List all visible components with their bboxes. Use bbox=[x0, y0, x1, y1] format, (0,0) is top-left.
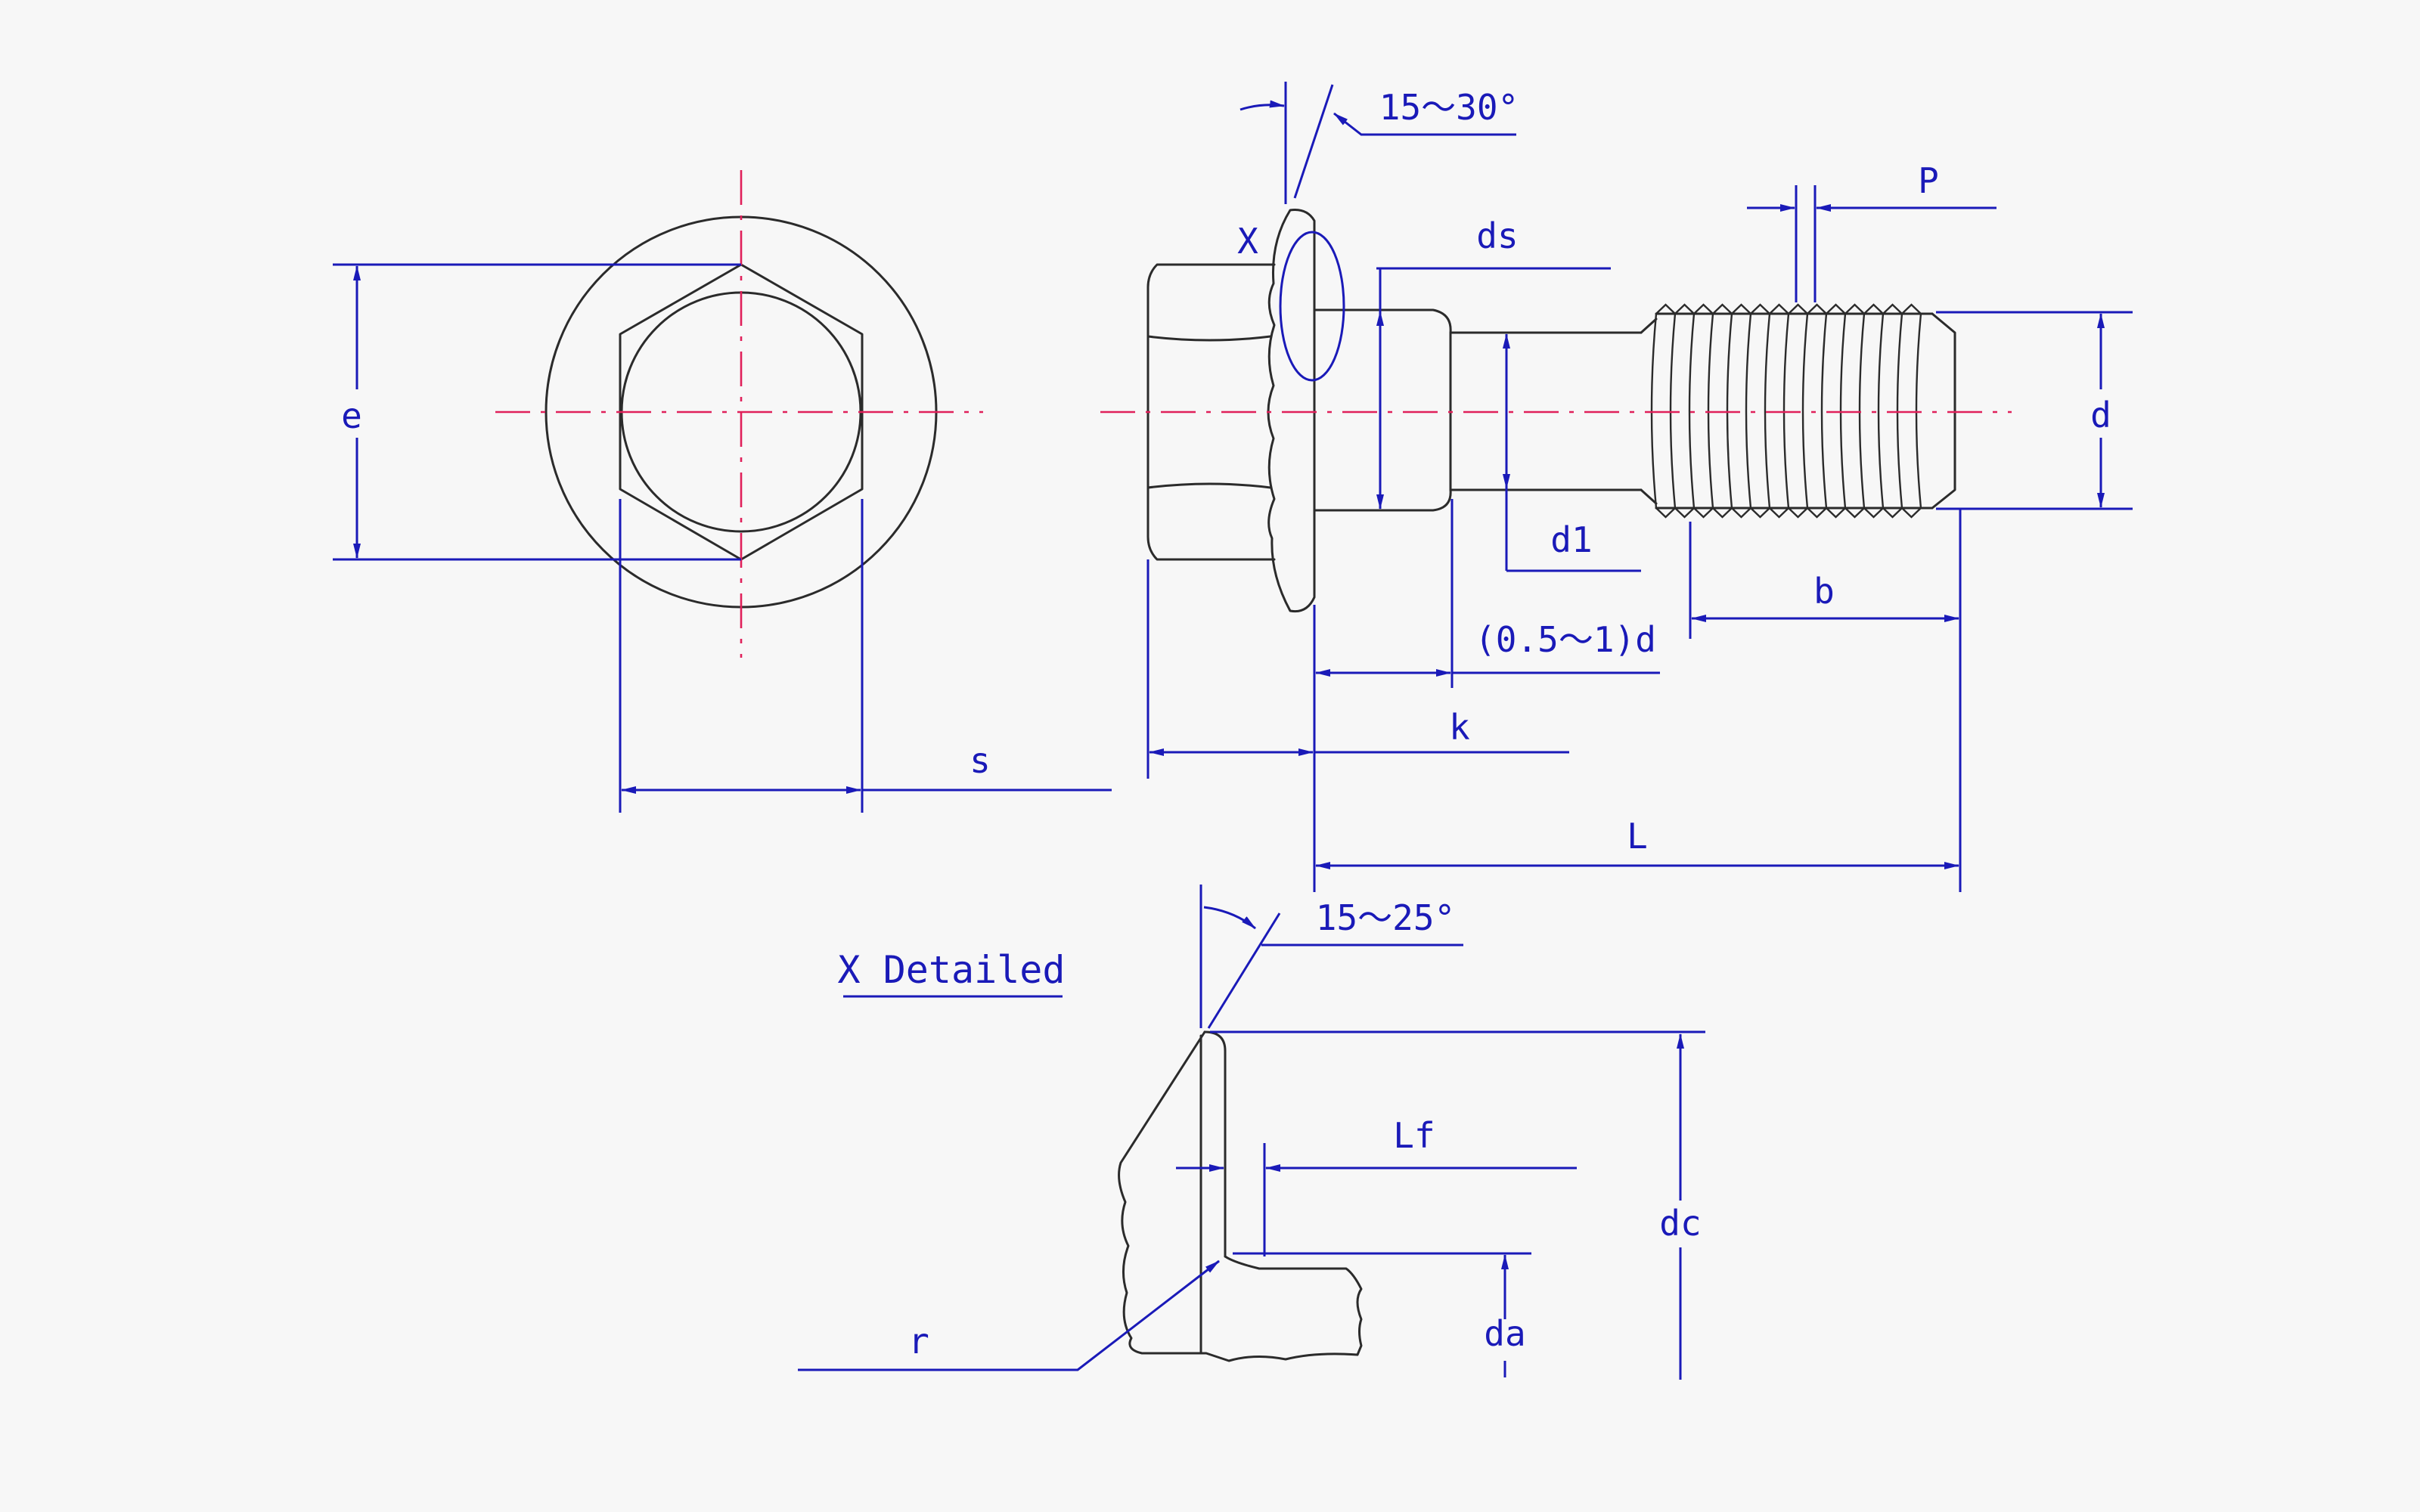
thread-tooth bbox=[1788, 303, 1808, 519]
thread-end bbox=[1931, 312, 1956, 510]
angle-head-leader bbox=[1333, 112, 1516, 136]
detail-flange-face bbox=[1203, 1030, 1227, 1258]
thread-crest bbox=[1669, 313, 1677, 509]
thread-tooth bbox=[1750, 303, 1770, 519]
thread-crest bbox=[1745, 313, 1752, 509]
thread-tooth bbox=[1712, 303, 1733, 519]
x-detail-view: X Detailed 15～25° dc Lf da r bbox=[798, 885, 1708, 1380]
d1-label: d1 bbox=[1550, 519, 1592, 560]
detail-title: X Detailed bbox=[837, 948, 1065, 992]
thread-crest bbox=[1858, 313, 1866, 509]
thread-crest bbox=[1915, 313, 1922, 509]
thread-tooth bbox=[1844, 303, 1865, 519]
thread-crest bbox=[1688, 313, 1696, 509]
angle-detail-ref-slant bbox=[1207, 912, 1281, 1029]
p-label: P bbox=[1918, 160, 1939, 201]
dc-label: dc bbox=[1659, 1203, 1701, 1244]
r-leader bbox=[798, 1259, 1220, 1371]
thread-tooth bbox=[1863, 303, 1884, 519]
thread-tooth bbox=[1693, 303, 1714, 519]
hex-edge-upper bbox=[1146, 335, 1272, 342]
thread-tooth bbox=[1826, 303, 1846, 519]
thread-crest bbox=[1650, 313, 1658, 509]
shank-bottom bbox=[1313, 488, 1643, 512]
thread-tooth bbox=[1655, 303, 1676, 519]
thread-crest bbox=[1801, 313, 1809, 509]
ds-label: ds bbox=[1476, 215, 1518, 256]
s-label: s bbox=[970, 740, 991, 781]
thread-crest bbox=[1764, 313, 1771, 509]
thread-crest bbox=[1782, 313, 1790, 509]
thread-pattern bbox=[1650, 303, 1922, 519]
thread-crest bbox=[1839, 313, 1847, 509]
thread-tooth bbox=[1769, 303, 1789, 519]
angle-detail-arc bbox=[1203, 906, 1256, 930]
thread-crest bbox=[1726, 313, 1733, 509]
e-label: e bbox=[341, 395, 362, 436]
r-label: r bbox=[908, 1321, 929, 1362]
transition-label: (0.5～1)d bbox=[1475, 619, 1656, 660]
thread-tooth bbox=[1882, 303, 1903, 519]
flange-profile bbox=[1267, 209, 1316, 613]
thread-crest bbox=[1877, 313, 1885, 509]
thread-tooth bbox=[1901, 303, 1922, 519]
thread-runout bbox=[1640, 318, 1658, 505]
x-mark-label: X bbox=[1237, 221, 1258, 262]
thread-crest bbox=[1896, 313, 1903, 509]
angle-detail-label: 15～25° bbox=[1316, 897, 1455, 938]
x-detail-ellipse bbox=[1279, 231, 1345, 382]
b-label: b bbox=[1813, 571, 1835, 612]
thread-tooth bbox=[1674, 303, 1695, 519]
thread-tooth bbox=[1807, 303, 1827, 519]
angle-head-arc bbox=[1239, 100, 1285, 111]
end-view: e s bbox=[333, 170, 1112, 813]
thread-tooth bbox=[1731, 303, 1751, 519]
angle-head-label: 15～30° bbox=[1379, 87, 1519, 128]
shank-top bbox=[1313, 308, 1643, 334]
hex-edge-lower bbox=[1146, 482, 1272, 489]
k-label: k bbox=[1449, 707, 1470, 748]
d-label: d bbox=[2090, 395, 2111, 435]
angle-head-ref-slant bbox=[1293, 84, 1334, 199]
l-label: L bbox=[1627, 816, 1648, 857]
thread-crest bbox=[1820, 313, 1828, 509]
thread-crest bbox=[1707, 313, 1714, 509]
da-label: da bbox=[1484, 1313, 1525, 1354]
detail-flange-profile bbox=[1118, 1030, 1363, 1362]
lf-label: Lf bbox=[1393, 1115, 1435, 1156]
side-view: X 15～30° ds d1 P d b bbox=[1100, 82, 2133, 892]
